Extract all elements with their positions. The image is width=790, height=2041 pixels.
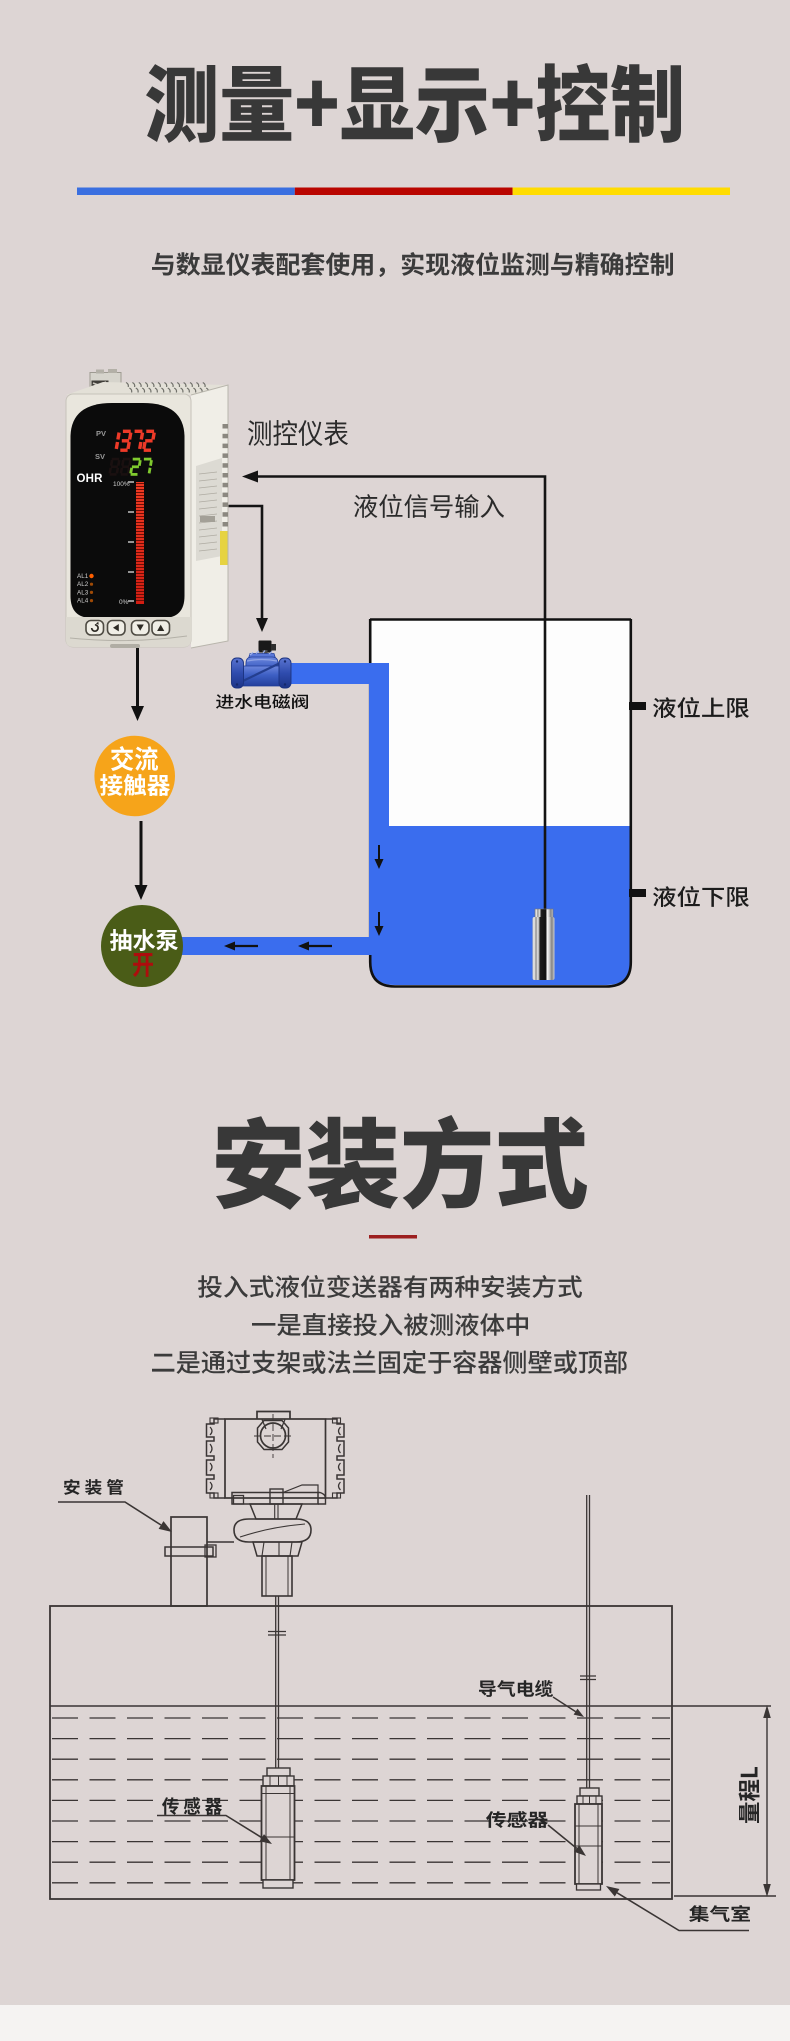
svg-text:AL1: AL1 [77,573,89,580]
svg-text:AL3: AL3 [77,589,89,596]
svg-text:SV: SV [95,452,105,461]
svg-text:AL2: AL2 [77,581,89,588]
svg-text:AL4: AL4 [77,598,89,605]
svg-text:0%: 0% [119,599,129,606]
svg-text:OHR: OHR [77,473,104,485]
svg-text:PV: PV [96,429,106,438]
svg-text:100%: 100% [113,481,130,488]
